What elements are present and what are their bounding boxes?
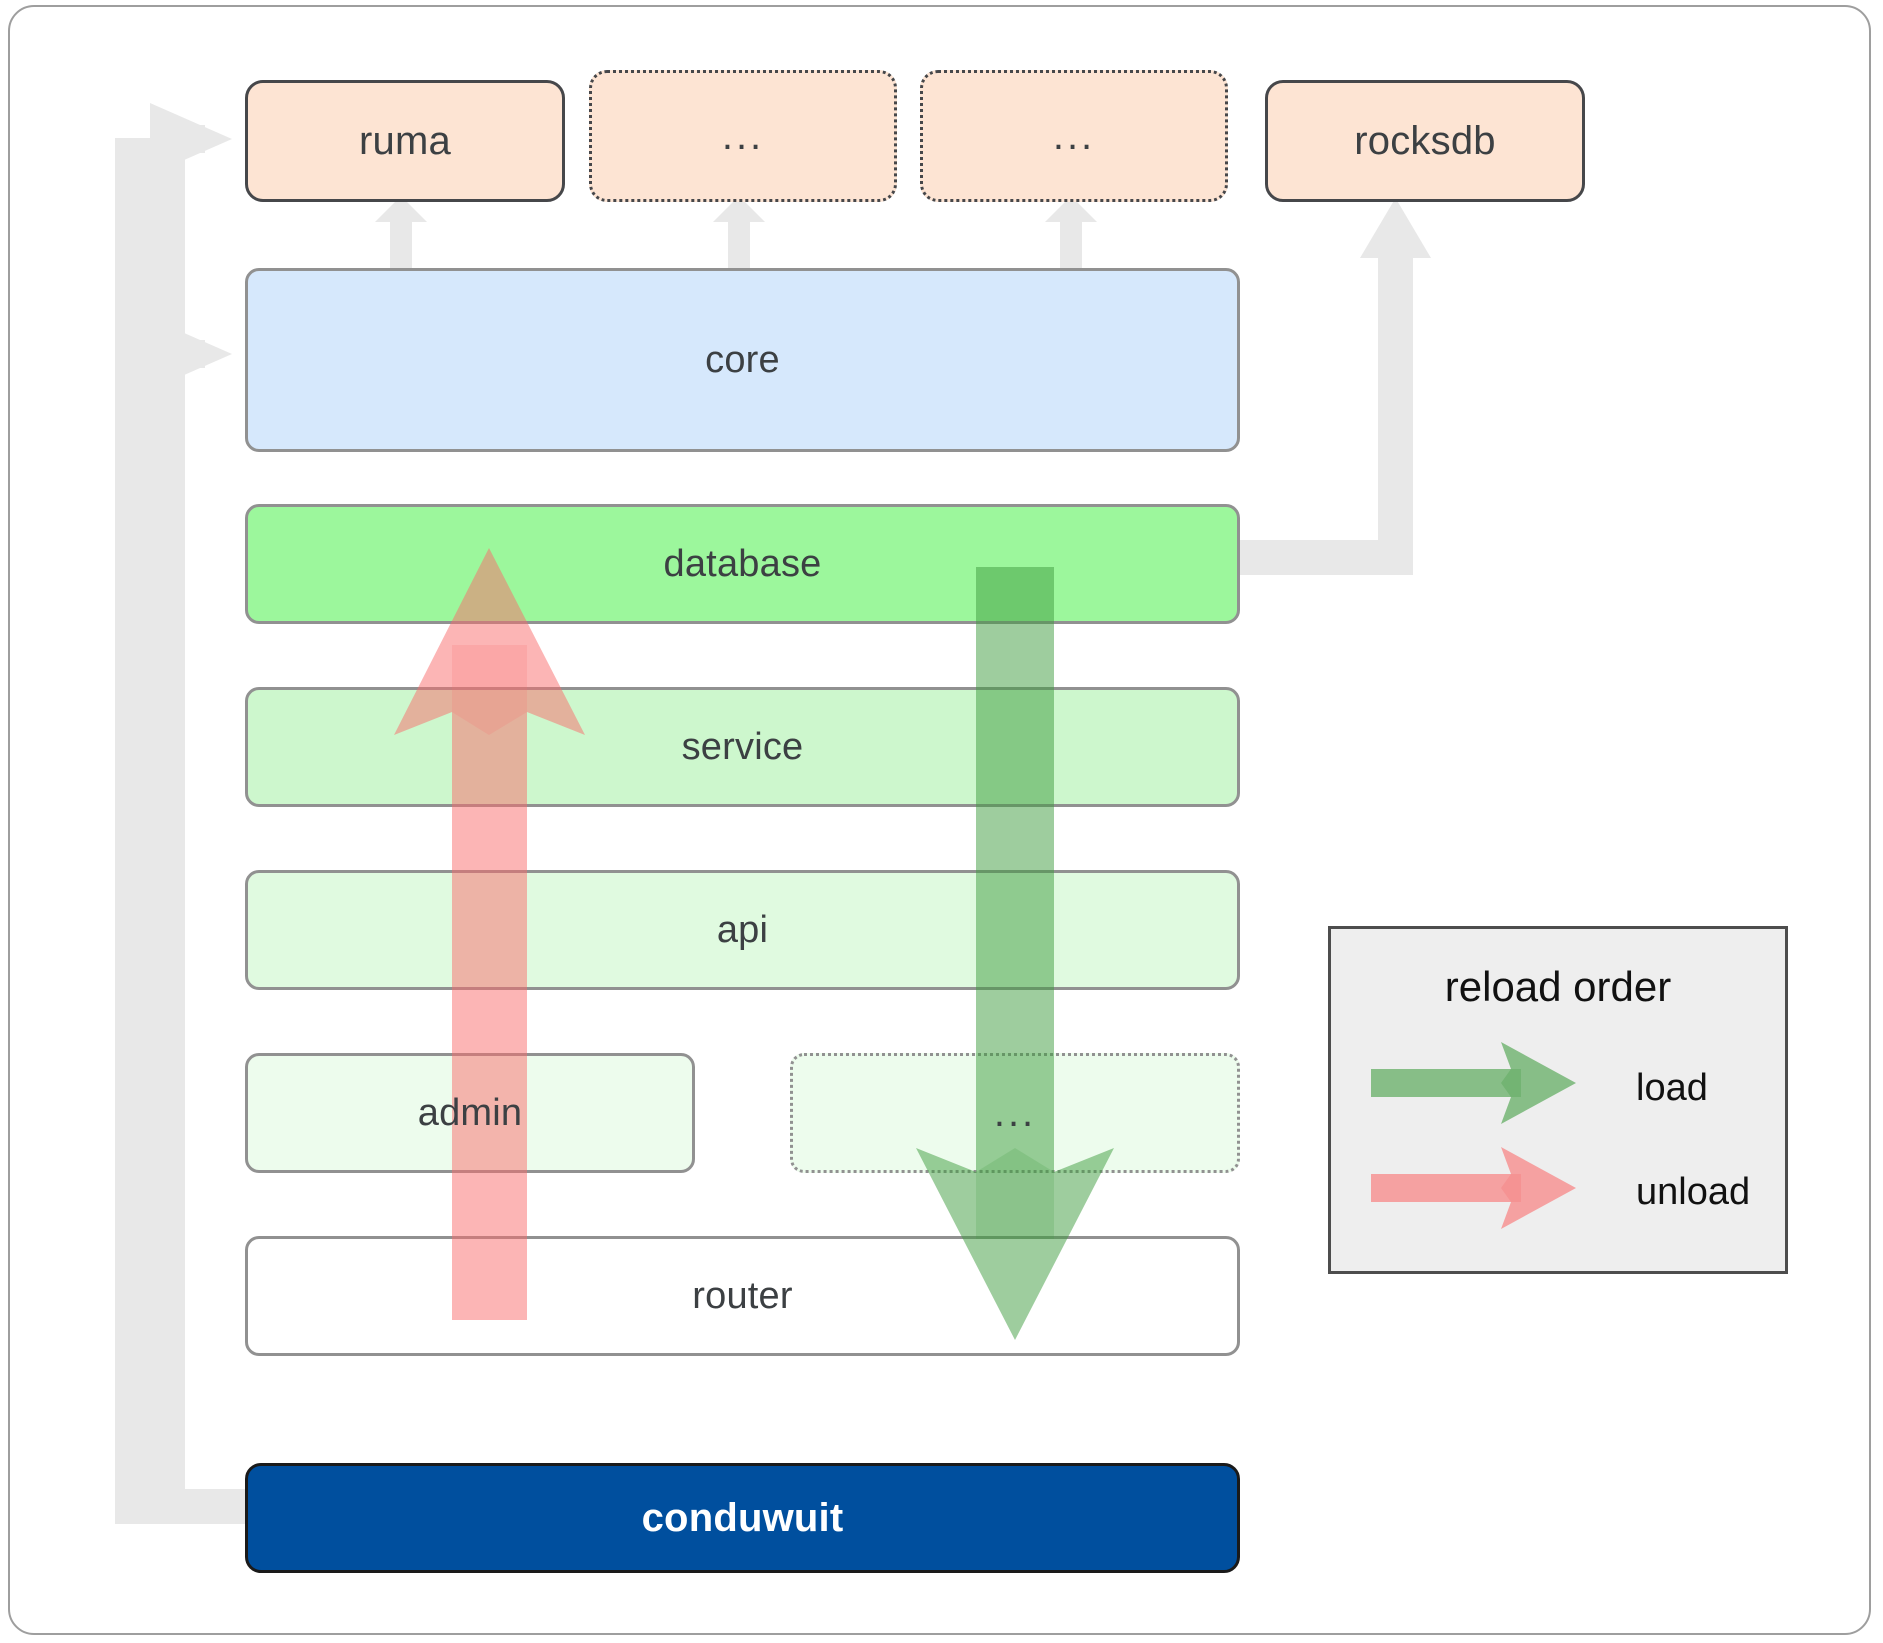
stack-node-router[interactable]: router xyxy=(245,1236,1240,1356)
legend-title: reload order xyxy=(1444,963,1672,1010)
legend-box: reload order load unload xyxy=(1328,926,1788,1274)
dep-node-rocksdb[interactable]: rocksdb xyxy=(1265,80,1585,202)
dep-label-dots-2: ... xyxy=(1052,114,1096,158)
root-label-conduwuit: conduwuit xyxy=(641,1495,844,1540)
legend-load-arrow xyxy=(1371,1042,1576,1124)
dep-label-ruma: ruma xyxy=(359,118,451,163)
legend-unload-arrow xyxy=(1371,1147,1576,1229)
stack-label-admin: admin xyxy=(417,1091,523,1134)
legend-label-load: load xyxy=(1636,1067,1708,1109)
stack-label-dots: ... xyxy=(993,1091,1037,1135)
stack-node-api[interactable]: api xyxy=(245,870,1240,990)
stack-label-router: router xyxy=(692,1274,793,1317)
dep-node-dots-2[interactable]: ... xyxy=(920,70,1228,202)
root-node-conduwuit[interactable]: conduwuit xyxy=(245,1463,1240,1573)
stack-node-dots[interactable]: ... xyxy=(790,1053,1240,1173)
stack-node-admin[interactable]: admin xyxy=(245,1053,695,1173)
legend-label-unload: unload xyxy=(1636,1171,1751,1213)
stack-node-core[interactable]: core xyxy=(245,268,1240,452)
legend-arrow-layer xyxy=(1371,1042,1576,1229)
stack-label-api: api xyxy=(716,908,769,951)
dep-label-rocksdb: rocksdb xyxy=(1354,118,1496,163)
stack-node-service[interactable]: service xyxy=(245,687,1240,807)
dep-label-dots-1: ... xyxy=(721,114,765,158)
stack-label-service: service xyxy=(681,725,804,768)
dep-node-dots-1[interactable]: ... xyxy=(589,70,897,202)
dep-node-ruma[interactable]: ruma xyxy=(245,80,565,202)
stack-node-database[interactable]: database xyxy=(245,504,1240,624)
diagram-frame xyxy=(8,5,1871,1635)
stack-label-database: database xyxy=(663,542,822,585)
stack-label-core: core xyxy=(705,338,780,381)
